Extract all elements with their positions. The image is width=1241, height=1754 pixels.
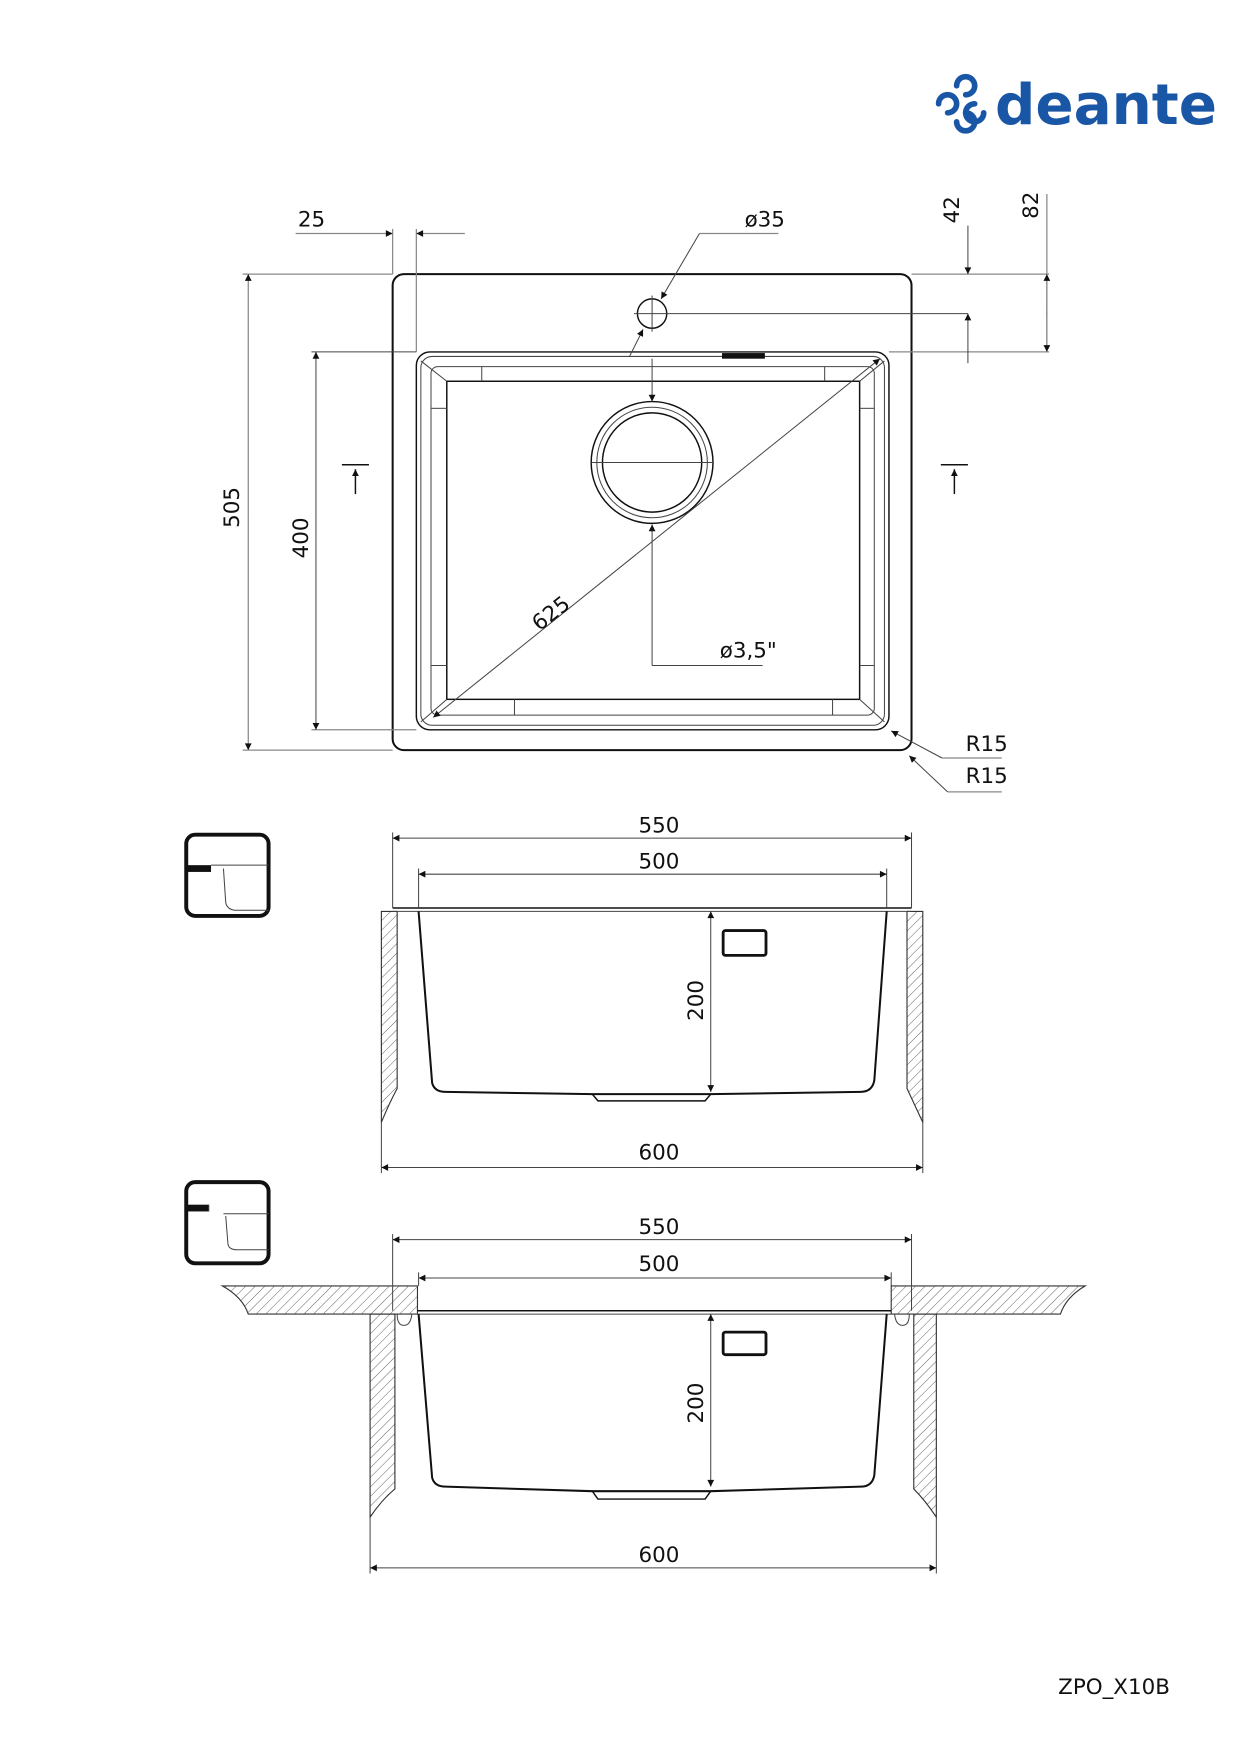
section-undermount: 200 550 500 600 — [184, 813, 924, 1174]
drain-diameter-label: ø3,5" — [720, 639, 777, 664]
outer-width-label: 550 — [639, 1215, 680, 1240]
top-view: ø3,5" 625 25 ø35 42 82 505 — [220, 192, 1051, 793]
bowl-depth-label: 400 — [289, 517, 314, 558]
bowl-width-label: 500 — [639, 1252, 680, 1277]
cabinet-width-label: 600 — [639, 1141, 680, 1166]
brand-logo: deante — [935, 73, 1217, 138]
deante-logo-mark-icon — [935, 73, 987, 134]
flush-mount-install-icon — [184, 1180, 271, 1266]
tap-hole-diameter-label: ø35 — [745, 208, 785, 233]
bowl-height-label: 200 — [684, 1383, 709, 1424]
diagonal-label: 625 — [528, 592, 576, 637]
cabinet-width-label: 600 — [639, 1543, 680, 1568]
back-offset-label: 82 — [1019, 192, 1044, 219]
model-code: ZPO_X10B — [1058, 1675, 1170, 1700]
undermount-install-icon — [184, 832, 271, 918]
bowl-height-label: 200 — [684, 980, 709, 1021]
tap-offset-label: 42 — [940, 196, 965, 223]
outer-radius-label: R15 — [966, 764, 1008, 789]
brand-name: deante — [995, 73, 1217, 138]
inner-radius-label: R15 — [966, 732, 1008, 757]
total-depth-label: 505 — [220, 487, 245, 528]
flange-width-label: 25 — [298, 208, 325, 233]
outer-width-label: 550 — [639, 813, 680, 838]
section-flush: 200 550 500 600 — [184, 1180, 1088, 1574]
bowl-width-label: 500 — [639, 850, 680, 875]
